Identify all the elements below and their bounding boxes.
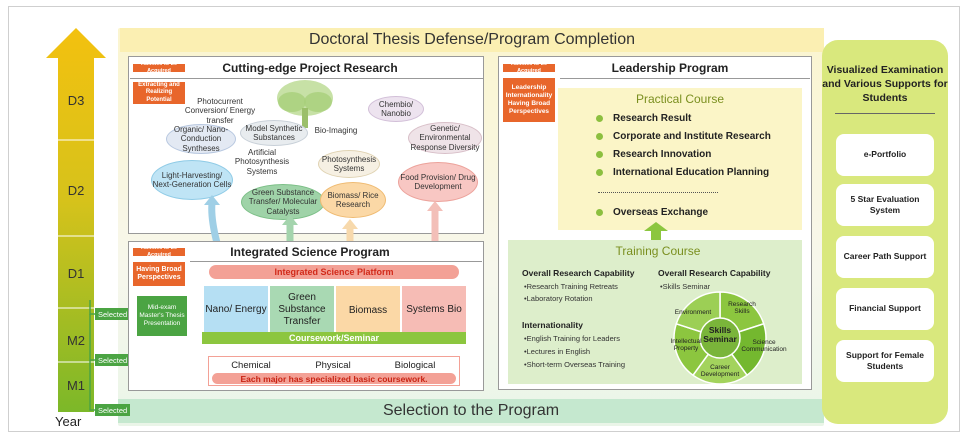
topic-food-provision: Food Provision/ Drug Development: [398, 162, 478, 202]
topic-artificial-photosynthesis: Artificial Photosynthesis Systems: [234, 148, 290, 176]
practical-item-label: Corporate and Institute Research: [613, 131, 771, 142]
bullet-icon: [596, 115, 603, 122]
topic-biomass-rice: Biomass/ Rice Research: [320, 182, 386, 218]
leadership-divider: [560, 78, 810, 79]
topic-photocurrent: Photocurrent Conversion/ Energy transfer: [184, 97, 256, 125]
training-col1-item: •Laboratory Rotation: [524, 294, 593, 303]
topic-organic: Organic/ Nano-Conduction Syntheses: [166, 124, 236, 154]
skill-career-development: Career Development: [700, 363, 740, 378]
leadership-title: Leadership Program: [611, 61, 729, 75]
topic-chembio: Chembio/ Nanobio: [368, 96, 424, 122]
practical-item-label: Research Innovation: [613, 149, 712, 160]
training-col1-item2: •Lectures in English: [524, 347, 590, 356]
topic-bioimaging: Bio-Imaging: [314, 126, 358, 136]
practical-dotted-divider: [598, 192, 718, 193]
training-col1-heading: Overall Research Capability: [522, 268, 635, 278]
major-physical: Physical: [315, 359, 351, 371]
leadership-ability: Leadership Internationality Having Broad…: [503, 78, 555, 122]
completion-bar: Doctoral Thesis Defense/Program Completi…: [120, 28, 824, 52]
platform-bar: Integrated Science Platform: [209, 265, 459, 279]
area-nano: Nano/ Energy: [204, 286, 268, 334]
training-col1-heading2: Internationality: [522, 320, 583, 330]
topic-green-substance: Green Substance Transfer/ Molecular Cata…: [241, 184, 325, 220]
major-chemical: Chemical: [231, 359, 271, 371]
practical-item: International Education Planning: [596, 167, 806, 178]
bullet-icon: [596, 209, 603, 216]
practical-list: Research Result Corporate and Institute …: [596, 113, 806, 193]
practical-item: Research Innovation: [596, 149, 806, 160]
training-col1-item: •Research Training Retreats: [524, 282, 618, 291]
up-arrow-icon: [644, 222, 668, 240]
year-d3: D3: [67, 92, 85, 108]
overseas-label: Overseas Exchange: [613, 207, 709, 218]
isp-ability: Having Broad Perspectives: [133, 262, 185, 286]
year-arrow: [46, 28, 106, 412]
skills-seminar-pie: [673, 291, 767, 385]
project-ability: Extracting and Realizing Potential: [133, 82, 185, 104]
selected-tag-m1: Selected: [95, 404, 131, 416]
training-col2-item: •Skills Seminar: [660, 282, 711, 291]
training-col2-heading: Overall Research Capability: [658, 268, 771, 278]
isp-divider: [190, 261, 482, 262]
topic-light-harvesting: Light-Harvesting/ Next-Generation Cells: [151, 160, 233, 200]
leadership-ability-tag: Abilities to be Acquired: [503, 61, 555, 74]
training-course-title: Training Course: [615, 244, 701, 258]
isp-ability-tag: Abilities to be Acquired: [133, 245, 185, 258]
support-5star: 5 Star Evaluation System: [836, 184, 934, 226]
selection-bar: Selection to the Program: [118, 399, 824, 423]
skill-research: Research Skills: [728, 300, 756, 315]
project-ability-tag: Abilities to be Acquired: [133, 61, 185, 74]
major-biological: Biological: [394, 359, 436, 371]
training-col1-item2: •Short-term Overseas Training: [524, 360, 625, 369]
support-female-students: Support for Female Students: [836, 340, 934, 382]
topic-model-synthetic: Model Synthetic Substances: [240, 120, 308, 146]
practical-item-label: Research Result: [613, 113, 692, 124]
year-label: Year: [55, 414, 82, 429]
practical-item: Corporate and Institute Research: [596, 131, 806, 142]
major-note: Each major has specialized basic coursew…: [212, 373, 456, 384]
skill-intellectual-property: Intellectual Property: [670, 337, 702, 352]
practical-item: Research Result: [596, 113, 806, 124]
topic-photosynthesis: Photosynthesis Systems: [318, 150, 380, 178]
midexam-box: Mid-exam Master's Thesis Presentation: [137, 296, 187, 336]
year-m1: M1: [66, 377, 86, 393]
selected-connectors: [89, 300, 96, 411]
selected-tag-m2: Selected: [95, 354, 131, 366]
support-financial: Financial Support: [836, 288, 934, 330]
bullet-icon: [596, 133, 603, 140]
overseas-item: Overseas Exchange: [596, 207, 708, 218]
selected-tag-d1: Selected: [95, 308, 131, 320]
practical-item-label: International Education Planning: [613, 167, 770, 178]
coursework-bar: Coursework/Seminar: [202, 332, 466, 344]
figure-frame: [8, 6, 960, 432]
isp-title: Integrated Science Program: [230, 245, 390, 259]
bullet-icon: [596, 169, 603, 176]
area-systems-bio: Systems Bio: [402, 286, 466, 334]
project-divider: [130, 78, 484, 79]
practical-course-panel: [558, 88, 802, 230]
practical-course-title: Practical Course: [635, 92, 725, 106]
support-career-path: Career Path Support: [836, 236, 934, 278]
project-research-title: Cutting-edge Project Research: [222, 61, 398, 75]
support-title: Visualized Examination and Various Suppo…: [822, 63, 948, 105]
skill-science-communication: Science Communication: [741, 338, 787, 353]
training-col1-item2: •English Training for Leaders: [524, 334, 621, 343]
area-biomass: Biomass: [336, 286, 400, 334]
tree-icon: [277, 80, 333, 128]
support-divider: [835, 113, 935, 114]
year-d2: D2: [67, 182, 85, 198]
year-m2: M2: [66, 332, 86, 348]
bullet-icon: [596, 151, 603, 158]
support-eportfolio: e-Portfolio: [836, 134, 934, 176]
area-green-substance: Green Substance Transfer: [270, 286, 334, 334]
year-d1: D1: [67, 265, 85, 281]
skill-environment: Environment: [674, 308, 712, 316]
skills-seminar-center: Skills Seminar: [703, 324, 737, 344]
topic-genetic: Genetic/ Environmental Response Diversit…: [408, 122, 482, 154]
